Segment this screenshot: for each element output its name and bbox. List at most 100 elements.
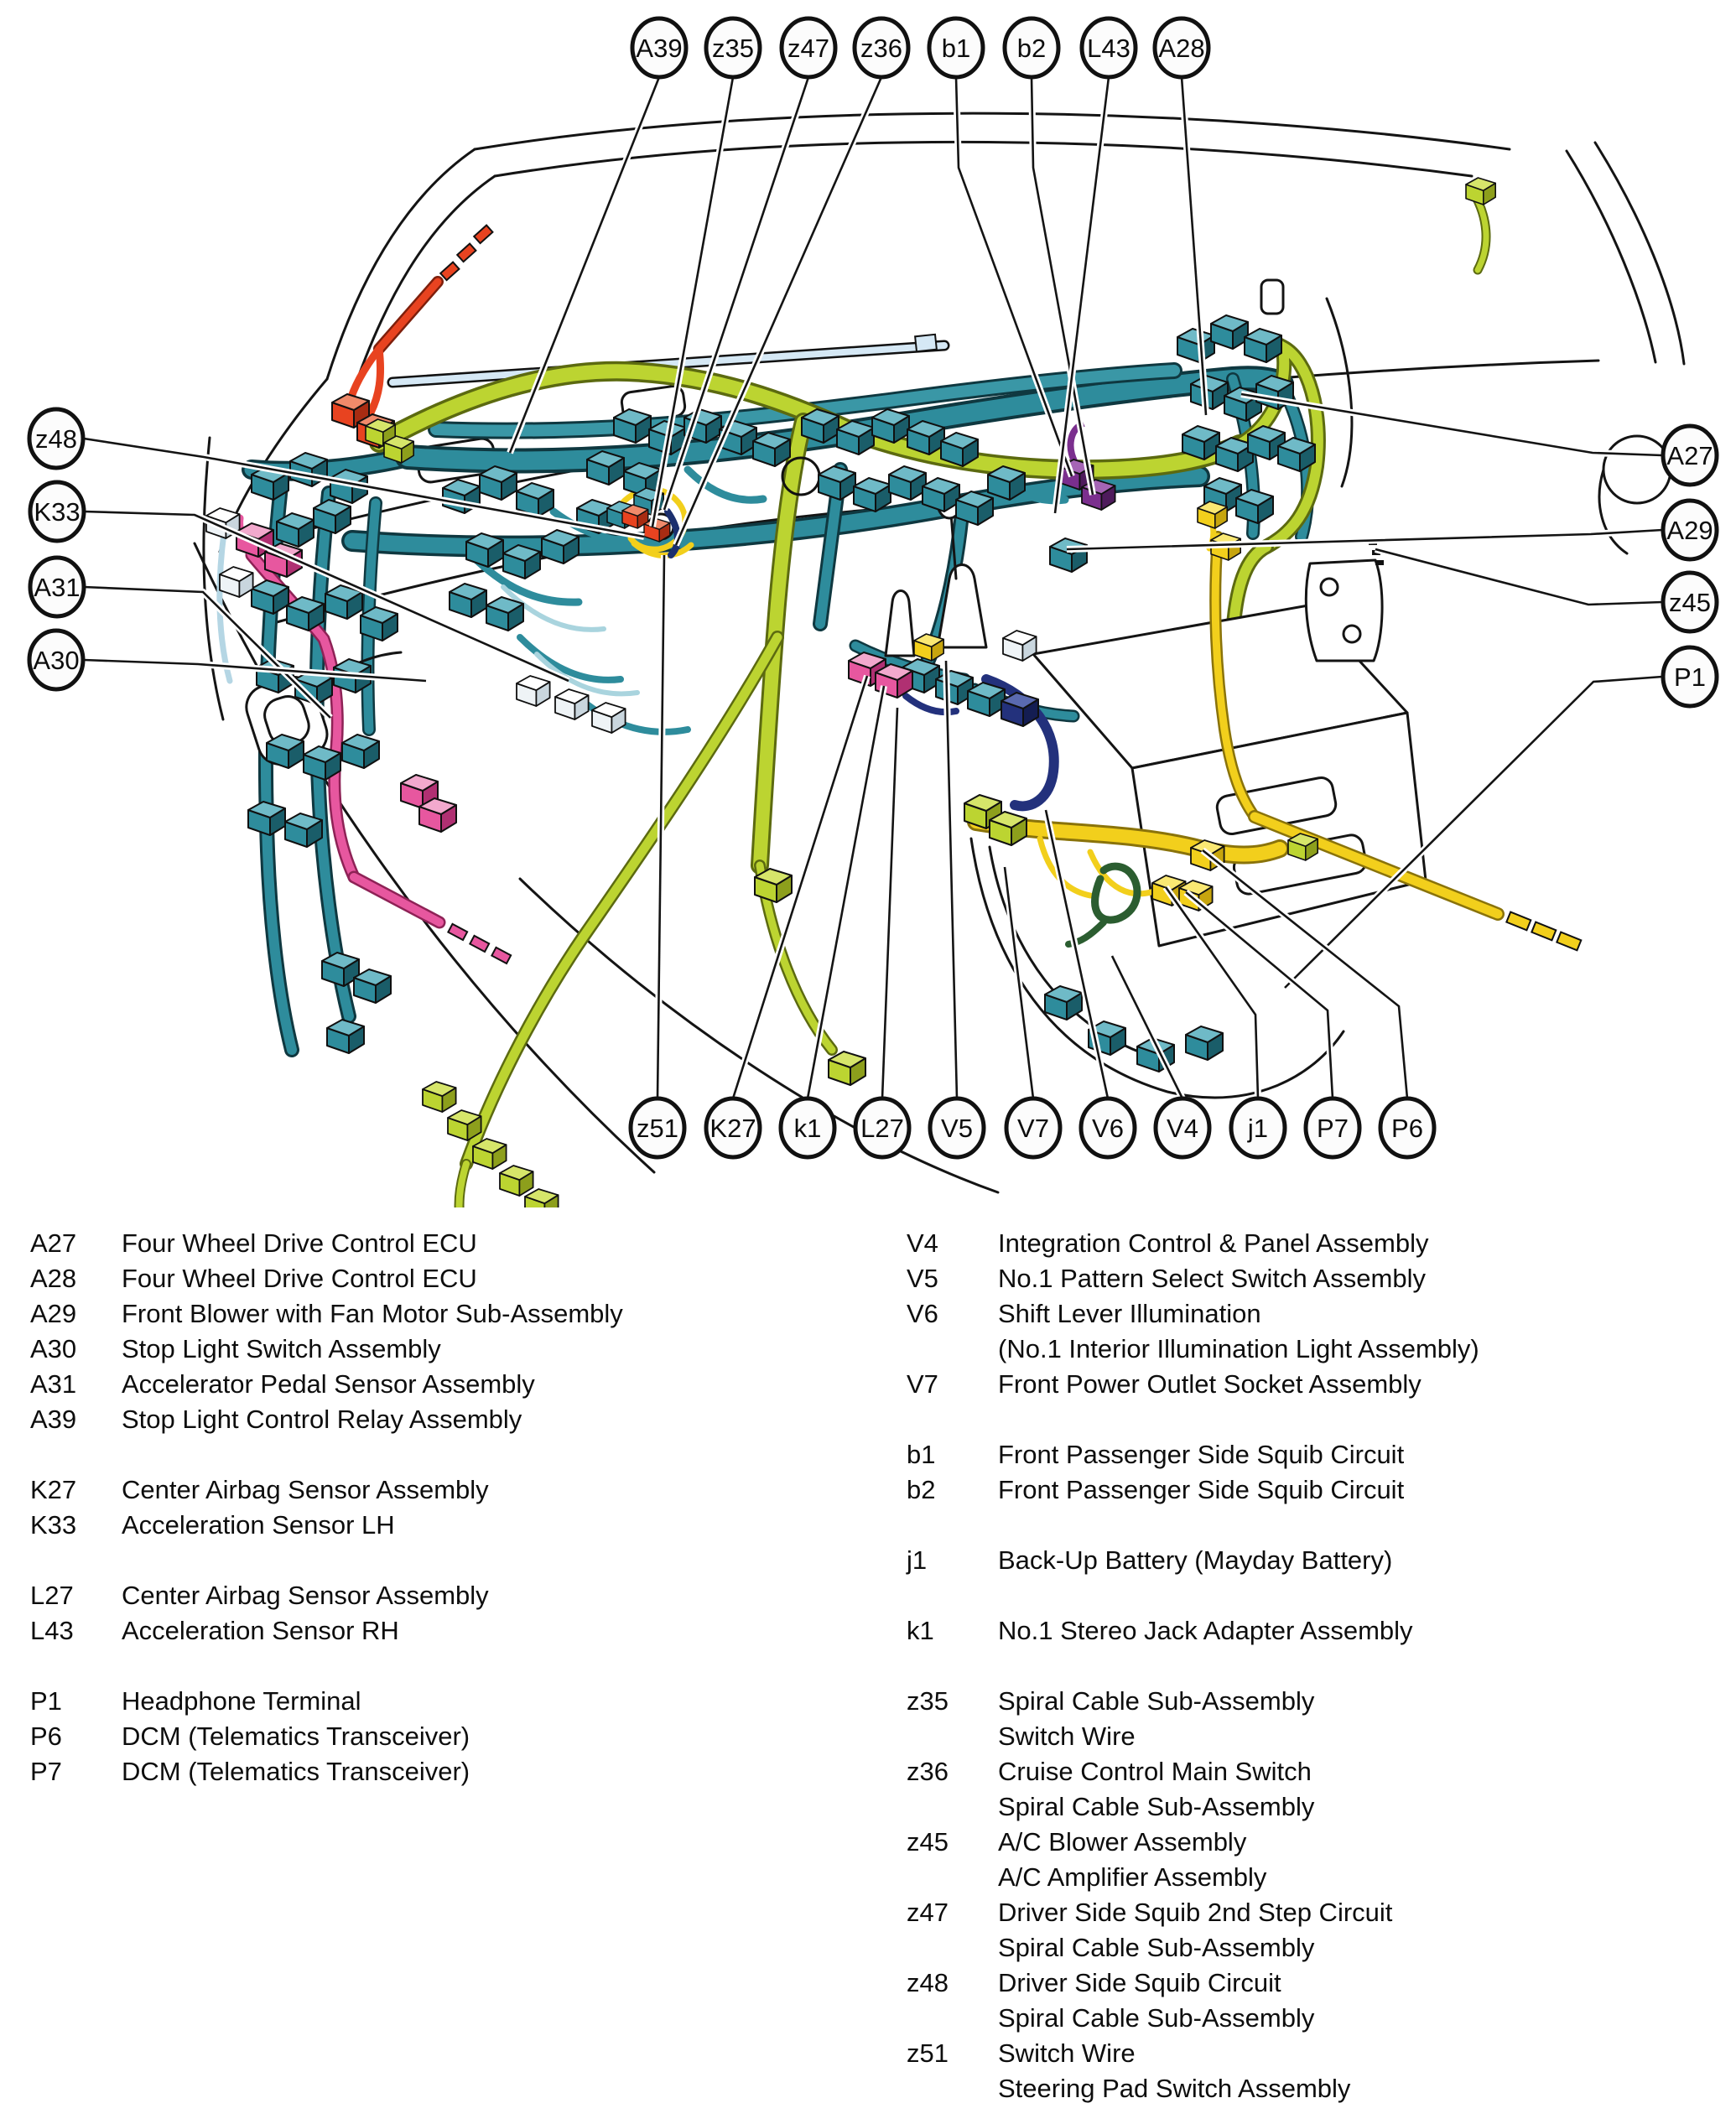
leader-z47 bbox=[663, 76, 810, 511]
callout-z47: z47 bbox=[779, 16, 838, 80]
callout-circle-V4 bbox=[1153, 1096, 1212, 1160]
legend-description: Integration Control & Panel Assembly bbox=[998, 1226, 1736, 1261]
leader-A39 bbox=[508, 76, 661, 454]
leader-lines bbox=[83, 75, 1663, 1100]
callout-b2: b2 bbox=[1002, 16, 1061, 80]
legend-description-line: Stop Light Switch Assembly bbox=[122, 1334, 441, 1363]
callout-A39: A39 bbox=[630, 16, 689, 80]
legend-code: P6 bbox=[30, 1722, 62, 1751]
callout-circle-z35 bbox=[704, 16, 762, 80]
callout-A30: A30 bbox=[27, 628, 86, 692]
legend-description-line: Spiral Cable Sub-Assembly bbox=[998, 1686, 1315, 1716]
callout-label-A28: A28 bbox=[1158, 34, 1204, 63]
leader-z35 bbox=[651, 76, 735, 527]
callout-z35: z35 bbox=[704, 16, 762, 80]
legend-description: Four Wheel Drive Control ECU bbox=[122, 1226, 868, 1261]
callout-label-K27: K27 bbox=[709, 1114, 756, 1143]
callout-label-V5: V5 bbox=[941, 1114, 973, 1143]
leader-K27 bbox=[731, 675, 869, 1099]
callout-P6: P6 bbox=[1378, 1096, 1437, 1160]
legend-entry-A27: A27 Four Wheel Drive Control ECU bbox=[0, 1226, 868, 1261]
legend-description-line: Switch Wire bbox=[998, 1722, 1136, 1751]
callout-V5: V5 bbox=[928, 1096, 986, 1160]
leader-K33 bbox=[83, 510, 569, 683]
legend-description: Acceleration Sensor RH bbox=[122, 1613, 868, 1649]
legend-code: z51 bbox=[907, 2038, 949, 2068]
callout-label-L27: L27 bbox=[860, 1114, 904, 1143]
leader-L43 bbox=[1053, 76, 1110, 514]
legend-description-line: Spiral Cable Sub-Assembly bbox=[998, 1933, 1315, 1962]
legend-description-line: Front Passenger Side Squib Circuit bbox=[998, 1475, 1405, 1504]
legend-code: A27 bbox=[30, 1228, 77, 1258]
leader-P1 bbox=[1284, 675, 1663, 989]
legend-description-line: Driver Side Squib 2nd Step Circuit bbox=[998, 1898, 1393, 1927]
leader-A31 bbox=[83, 585, 331, 719]
callout-label-z36: z36 bbox=[860, 34, 902, 63]
legend-entry-b2: b2 Front Passenger Side Squib Circuit bbox=[868, 1472, 1736, 1508]
callout-label-V4: V4 bbox=[1167, 1114, 1198, 1143]
callout-P7: P7 bbox=[1303, 1096, 1362, 1160]
legend-description: No.1 Pattern Select Switch Assembly bbox=[998, 1261, 1736, 1296]
leader-k1 bbox=[806, 685, 886, 1099]
callout-K33: K33 bbox=[28, 480, 86, 543]
legend-code: A39 bbox=[30, 1405, 77, 1434]
callout-circle-A27 bbox=[1661, 423, 1719, 487]
legend-code: V5 bbox=[907, 1264, 938, 1293]
callout-circle-k1 bbox=[778, 1096, 837, 1160]
legend-description-line: Integration Control & Panel Assembly bbox=[998, 1228, 1429, 1258]
legend-code: P7 bbox=[30, 1757, 62, 1786]
callout-circle-j1 bbox=[1229, 1096, 1287, 1160]
callout-label-b1: b1 bbox=[942, 34, 970, 63]
callout-label-K33: K33 bbox=[34, 497, 80, 527]
legend-description: DCM (Telematics Transceiver) bbox=[122, 1754, 868, 1789]
callout-circle-z48 bbox=[27, 407, 86, 470]
callout-label-A31: A31 bbox=[34, 573, 80, 602]
legend-entry-P7: P7 DCM (Telematics Transceiver) bbox=[0, 1754, 868, 1789]
legend-code: b2 bbox=[907, 1475, 936, 1504]
legend-code: L27 bbox=[30, 1581, 74, 1610]
legend-description-line: Shift Lever Illumination bbox=[998, 1299, 1261, 1328]
legend-code: A29 bbox=[30, 1299, 77, 1328]
callout-z48: z48 bbox=[27, 407, 86, 470]
legend-description: Center Airbag Sensor Assembly bbox=[122, 1472, 868, 1508]
callout-label-b2: b2 bbox=[1017, 34, 1046, 63]
harness-dark-green bbox=[1065, 862, 1141, 948]
leader-V4 bbox=[1110, 955, 1184, 1099]
ac-amplifier-bracket bbox=[1304, 540, 1384, 662]
legend-description: Front Passenger Side Squib Circuit bbox=[998, 1437, 1736, 1472]
callout-circle-K27 bbox=[704, 1096, 762, 1160]
leader-V5 bbox=[944, 660, 959, 1099]
callout-P1: P1 bbox=[1661, 645, 1719, 709]
leader-z51 bbox=[656, 554, 666, 1099]
legend-description-line: No.1 Pattern Select Switch Assembly bbox=[998, 1264, 1427, 1293]
callout-label-P1: P1 bbox=[1674, 662, 1706, 692]
leader-halo-z45 bbox=[1374, 546, 1663, 609]
legend-description-line: A/C Amplifier Assembly bbox=[998, 1862, 1267, 1892]
callout-circle-P7 bbox=[1303, 1096, 1362, 1160]
callout-label-z35: z35 bbox=[712, 34, 754, 63]
callout-z36: z36 bbox=[852, 16, 911, 80]
legend-description-line: Switch Wire bbox=[998, 2038, 1136, 2068]
callout-circle-L27 bbox=[853, 1096, 912, 1160]
callout-circle-A39 bbox=[630, 16, 689, 80]
callout-circle-P6 bbox=[1378, 1096, 1437, 1160]
callout-K27: K27 bbox=[704, 1096, 762, 1160]
legend-description-line: Spiral Cable Sub-Assembly bbox=[998, 2003, 1315, 2033]
